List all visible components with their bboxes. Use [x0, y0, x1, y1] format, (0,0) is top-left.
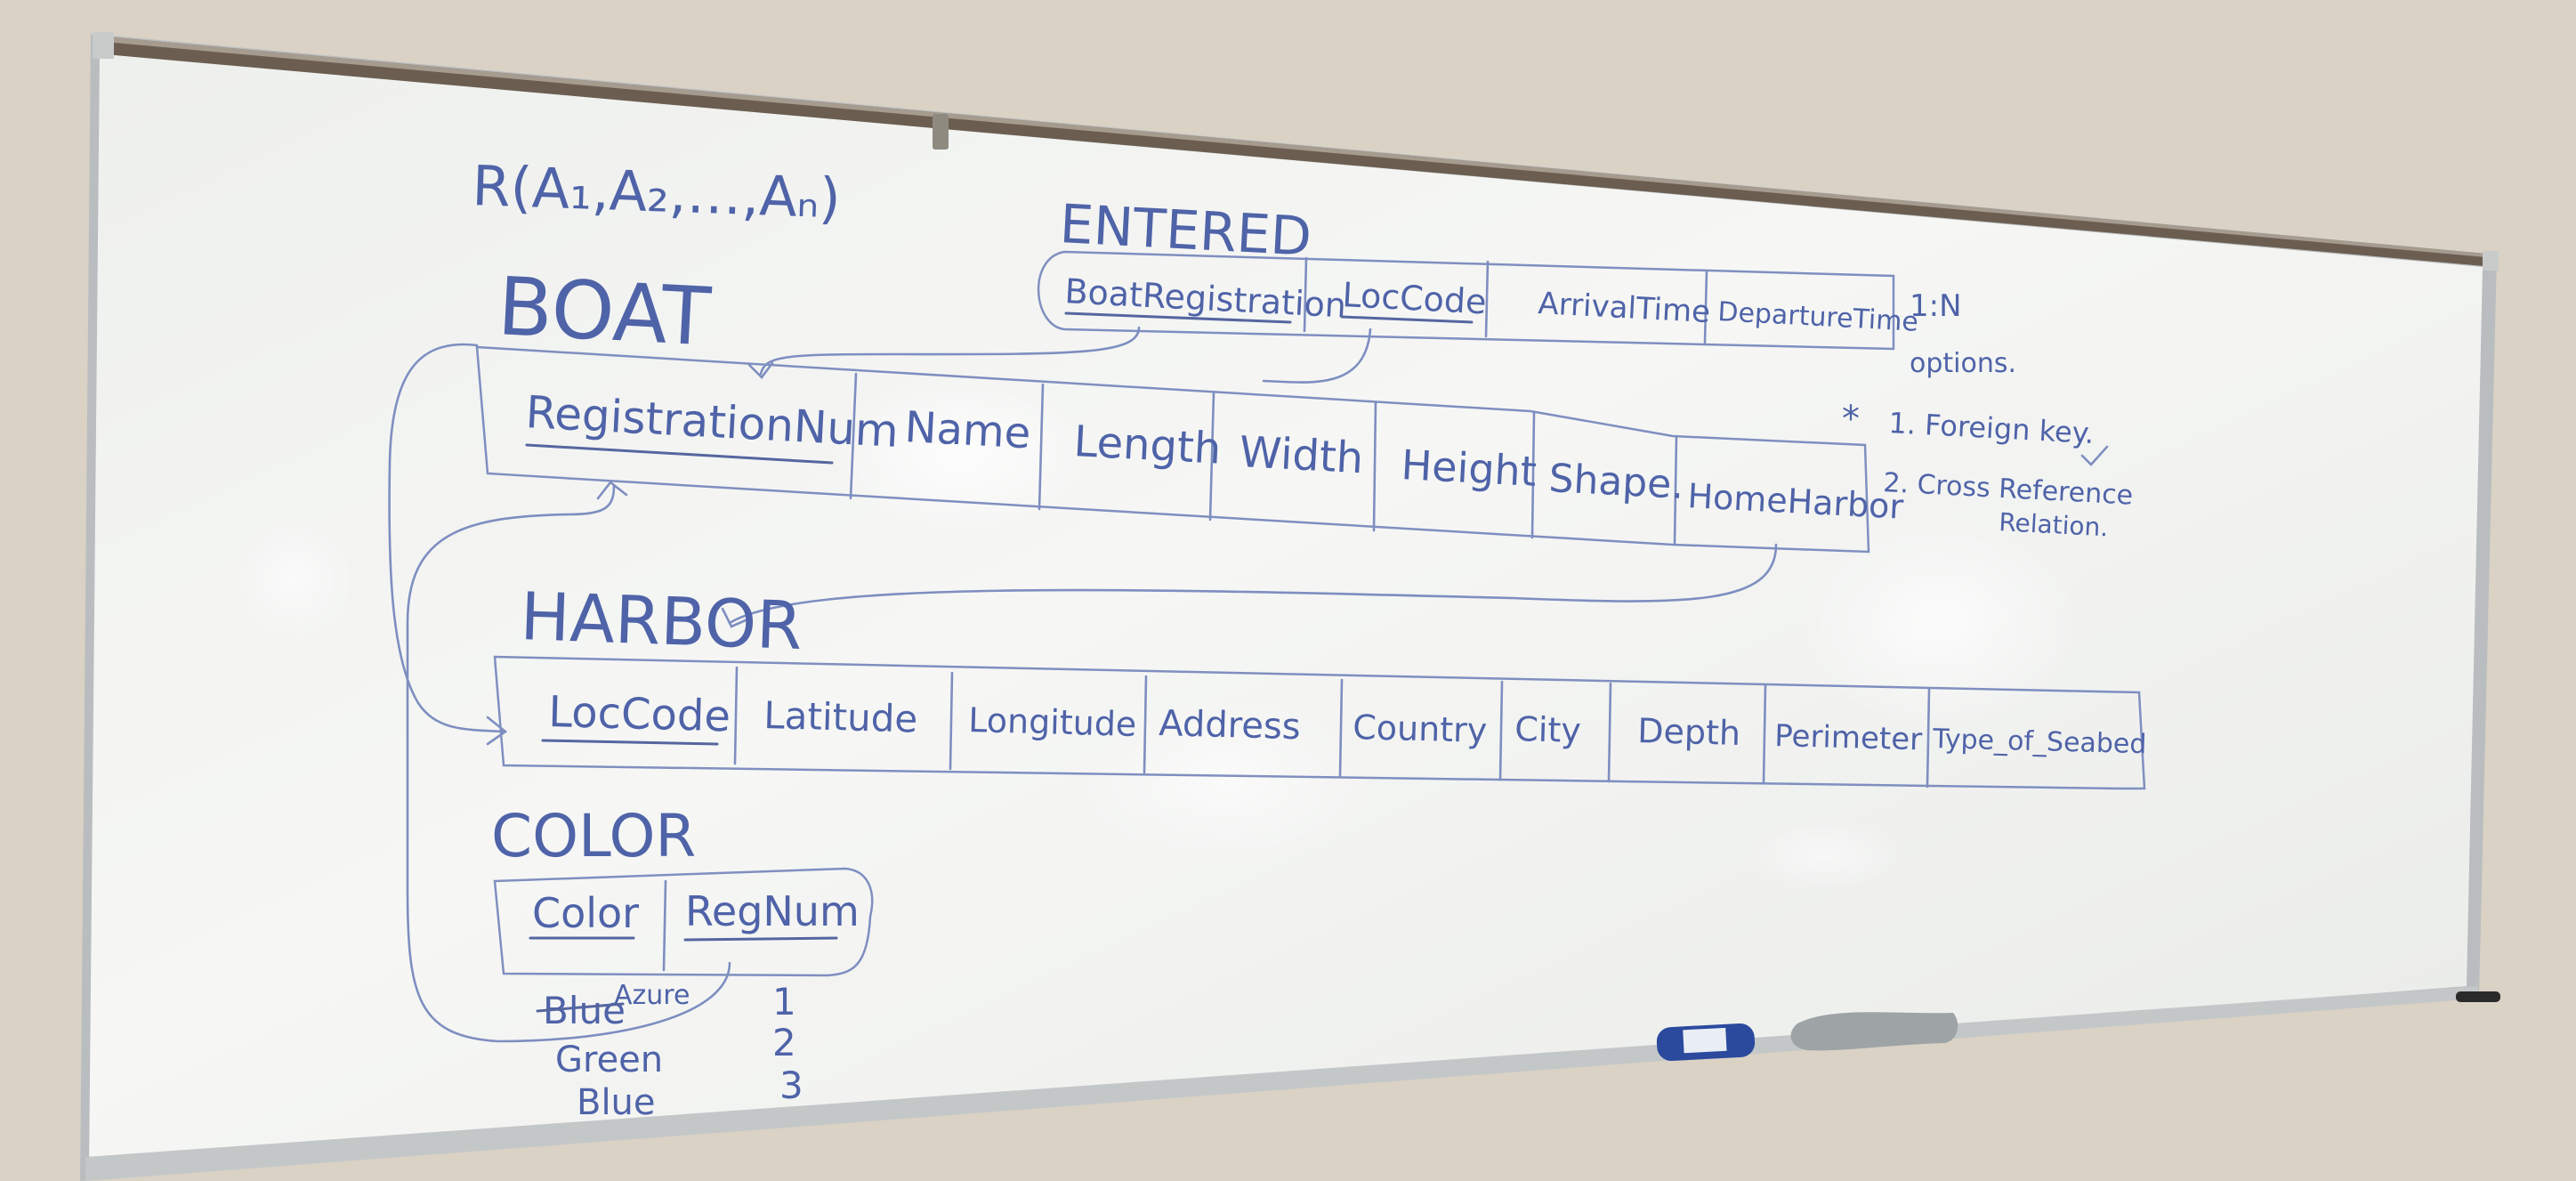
color-row-3-regnum: 3	[779, 1064, 803, 1107]
color-col-regnum: RegNum	[685, 887, 860, 935]
relation-notation: R(A₁,A₂,…,Aₙ)	[471, 153, 842, 231]
harbor-pk-underline	[541, 739, 719, 746]
fk-arrow-boatregistration	[759, 326, 1141, 376]
color-divider	[662, 879, 667, 972]
harbor-col-address: Address	[1159, 703, 1301, 748]
harbor-col-city: City	[1514, 709, 1582, 750]
fk-arrow-homeharbor	[728, 543, 1778, 625]
color-row-1-regnum: 1	[772, 980, 796, 1023]
boat-dividers	[849, 372, 1678, 546]
harbor-table-border	[493, 655, 2146, 790]
harbor-col-country: Country	[1353, 708, 1488, 750]
entered-pk-underline	[1064, 311, 1292, 324]
cardinality-label: 1:N	[1910, 288, 1962, 324]
harbor-dividers	[733, 666, 1931, 789]
harbor-col-loccode: LocCode	[548, 687, 731, 741]
color-row-1-correction: Azure	[614, 980, 690, 1011]
color-pk-underline	[683, 936, 838, 942]
rail-endcap-right	[2483, 251, 2499, 271]
boat-col-length: Length	[1072, 417, 1222, 474]
note-star: *	[1842, 399, 1860, 440]
harbor-col-longitude: Longitude	[968, 700, 1137, 744]
boat-col-width: Width	[1238, 427, 1364, 483]
harbor-col-type-of-seabed: Type_of_Seabed	[1932, 724, 2147, 760]
fk-arrow-loccode	[1262, 328, 1372, 384]
note-relation: Relation.	[1999, 507, 2109, 542]
arrow-head	[596, 481, 628, 500]
color-row-3-color: Blue	[577, 1082, 656, 1123]
arrow-head	[721, 607, 749, 628]
top-rail-highlight	[94, 36, 2495, 258]
entered-dividers	[1303, 256, 1708, 344]
harbor-col-depth: Depth	[1637, 711, 1741, 753]
window-glare	[231, 516, 356, 641]
boat-title: BOAT	[496, 260, 714, 364]
marker-cap-right	[2456, 991, 2500, 1002]
color-row-2-regnum: 2	[772, 1021, 796, 1064]
arrow-head	[747, 361, 774, 379]
fk-arrow-regnum-loop	[406, 484, 731, 1043]
harbor-col-perimeter: Perimeter	[1774, 718, 1923, 757]
options-label: options.	[1910, 348, 2016, 379]
rail-endcap-left	[93, 32, 114, 59]
window-glare	[828, 374, 1094, 534]
boat-pk-underline	[525, 443, 834, 465]
marker-label	[1683, 1027, 1727, 1054]
checkmark	[2080, 445, 2109, 466]
entered-pk-underline	[1340, 315, 1474, 324]
arrow-head	[486, 716, 508, 746]
color-title: COLOR	[491, 802, 696, 870]
whiteboard-surface	[89, 53, 2483, 1173]
boat-col-name: Name	[903, 402, 1031, 458]
boat-col-height: Height	[1400, 441, 1538, 496]
boat-col-shape: Shape.	[1547, 456, 1684, 508]
loop-arrow-outer	[388, 343, 505, 733]
color-table-border	[493, 867, 874, 977]
color-row-2-color: Green	[555, 1039, 663, 1080]
rail-clip	[933, 114, 949, 150]
harbor-col-latitude: Latitude	[763, 693, 918, 741]
boat-table-border	[475, 345, 1870, 554]
entered-table-border	[1037, 250, 1895, 351]
harbor-title: HARBOR	[519, 578, 803, 665]
strikethrough	[536, 1002, 625, 1013]
window-glare	[1744, 819, 1904, 890]
color-col-color: Color	[532, 889, 639, 937]
window-glare	[1077, 699, 1379, 868]
window-glare	[1797, 516, 2082, 730]
entered-col-loccode: LocCode	[1342, 275, 1488, 321]
eraser-cloth	[1790, 1012, 1958, 1051]
